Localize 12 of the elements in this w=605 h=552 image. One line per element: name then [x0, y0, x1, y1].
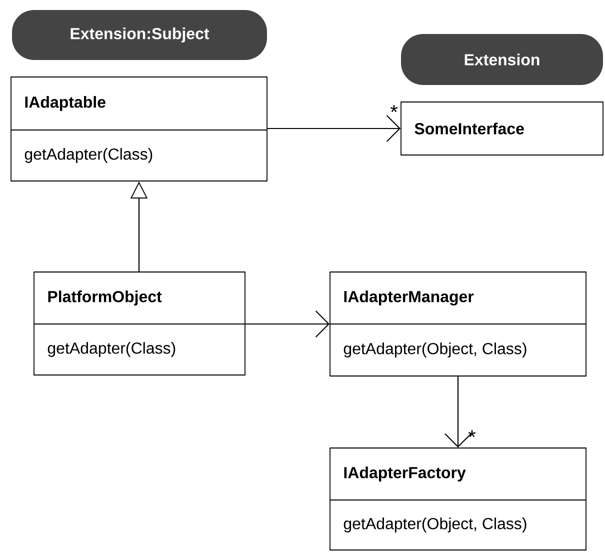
- class-box: IAdaptable getAdapter(Class): [10, 76, 268, 182]
- class-box: IAdapterManager getAdapter(Object, Class): [330, 272, 586, 376]
- class-box: SomeInterface: [400, 102, 604, 156]
- association-arrow: [245, 310, 330, 338]
- class-box: PlatformObject getAdapter(Class): [34, 272, 246, 376]
- class-box: IAdapterFactory getAdapter(Object, Class): [330, 448, 586, 550]
- multiplicity-label: *: [390, 105, 398, 112]
- group-header: Extension:Subject: [12, 10, 267, 60]
- association-arrow: [444, 376, 472, 448]
- group-header: Extension: [401, 34, 603, 85]
- multiplicity-label: *: [468, 430, 476, 438]
- association-arrow: [267, 115, 401, 142]
